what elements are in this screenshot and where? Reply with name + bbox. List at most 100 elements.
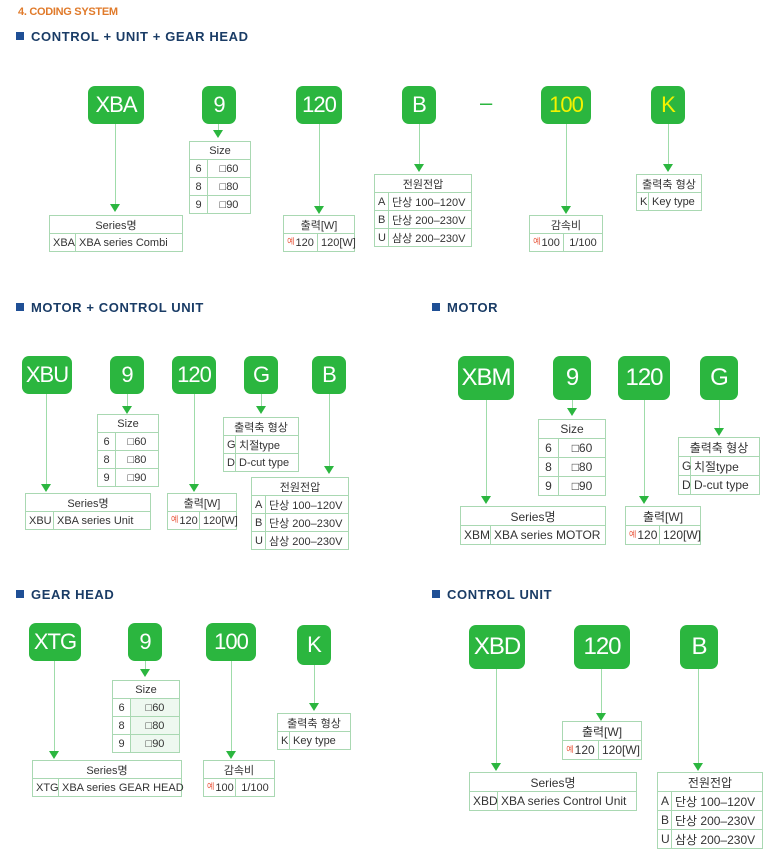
arrow-icon <box>314 206 324 214</box>
table-cell: B <box>374 210 389 229</box>
example-marker: 예 <box>207 782 215 791</box>
connector-line <box>566 124 567 206</box>
table-row: Size <box>538 419 606 439</box>
table-row: 8□80 <box>97 450 159 469</box>
arrow-icon <box>596 713 606 721</box>
table-header: 출력축 형상 <box>223 417 299 436</box>
table-cell: U <box>657 829 672 849</box>
table-header: 전원전압 <box>251 477 349 496</box>
connector-line <box>668 124 669 164</box>
connector-line <box>486 400 487 496</box>
table-header: Size <box>538 419 606 439</box>
connector-line <box>698 669 699 763</box>
connector-line <box>54 661 55 751</box>
table-row: 9□90 <box>538 476 606 496</box>
table-header: Series명 <box>49 215 183 234</box>
table-cell: □90 <box>558 476 606 496</box>
section-bullet-icon <box>16 590 24 598</box>
code-box-voltage: B <box>680 625 718 669</box>
table-cell: U <box>374 228 389 247</box>
table-cell: □90 <box>207 195 251 214</box>
table-cell: 8 <box>189 177 208 196</box>
connector-line <box>572 400 573 408</box>
code-box-series: XBA <box>88 86 144 124</box>
table-cell: 삼상 200–230V <box>265 531 349 550</box>
section-title-gear-head: GEAR HEAD <box>16 587 114 602</box>
code-box-shaft: G <box>244 356 278 394</box>
arrow-icon <box>414 164 424 172</box>
table-cell: 1/100 <box>235 778 275 797</box>
table-header: Size <box>112 680 180 699</box>
table-cell: G <box>223 435 236 454</box>
table-cell: U <box>251 531 266 550</box>
table-row: 출력[W] <box>562 721 642 741</box>
code-box-output: 120 <box>172 356 216 394</box>
code-box-series: XBU <box>22 356 72 394</box>
table-header: Series명 <box>32 760 182 779</box>
table-cell: 단상 100–120V <box>388 192 472 211</box>
size-table: Size 6□60 8□80 9□90 <box>97 414 159 487</box>
connector-line <box>218 124 219 130</box>
table-cell: XBA series MOTOR <box>490 525 606 545</box>
code-box-output: 120 <box>296 86 342 124</box>
table-row: 8□80 <box>189 177 251 196</box>
table-cell: 단상 200–230V <box>671 810 763 830</box>
table-row: 전원전압 <box>374 174 472 193</box>
table-row: 6□60 <box>112 698 180 717</box>
arrow-icon <box>567 408 577 416</box>
table-header: 감속비 <box>529 215 603 234</box>
table-cell: 예120 <box>283 233 318 252</box>
table-cell: 예120 <box>167 511 200 530</box>
code-box-ratio: 100 <box>206 623 256 661</box>
table-cell: 120[W] <box>317 233 356 252</box>
table-row: Size <box>112 680 180 699</box>
table-row: Series명 <box>49 215 183 234</box>
code-box-series: XTG <box>29 623 81 661</box>
table-cell: 9 <box>97 468 116 487</box>
table-row: Series명 <box>460 506 606 526</box>
section-title-control-unit: CONTROL UNIT <box>432 587 552 602</box>
table-cell: 8 <box>97 450 116 469</box>
connector-line <box>231 661 232 751</box>
table-cell: 8 <box>538 457 559 477</box>
arrow-icon <box>639 496 649 504</box>
code-box-series: XBM <box>458 356 514 400</box>
section-bullet-icon <box>16 303 24 311</box>
table-cell: 예120 <box>625 525 660 545</box>
table-cell: XBD <box>469 791 498 811</box>
table-row: Size <box>189 141 251 160</box>
table-cell: 8 <box>112 716 131 735</box>
table-header: 출력[W] <box>283 215 355 234</box>
table-cell: XTG <box>32 778 59 797</box>
table-cell: 1/100 <box>563 233 603 252</box>
table-row: 출력축 형상 <box>636 174 702 193</box>
example-marker: 예 <box>629 530 637 539</box>
table-cell: □80 <box>207 177 251 196</box>
table-cell: B <box>657 810 672 830</box>
table-cell: 삼상 200–230V <box>671 829 763 849</box>
table-cell: 120[W] <box>199 511 238 530</box>
table-header: Size <box>97 414 159 433</box>
